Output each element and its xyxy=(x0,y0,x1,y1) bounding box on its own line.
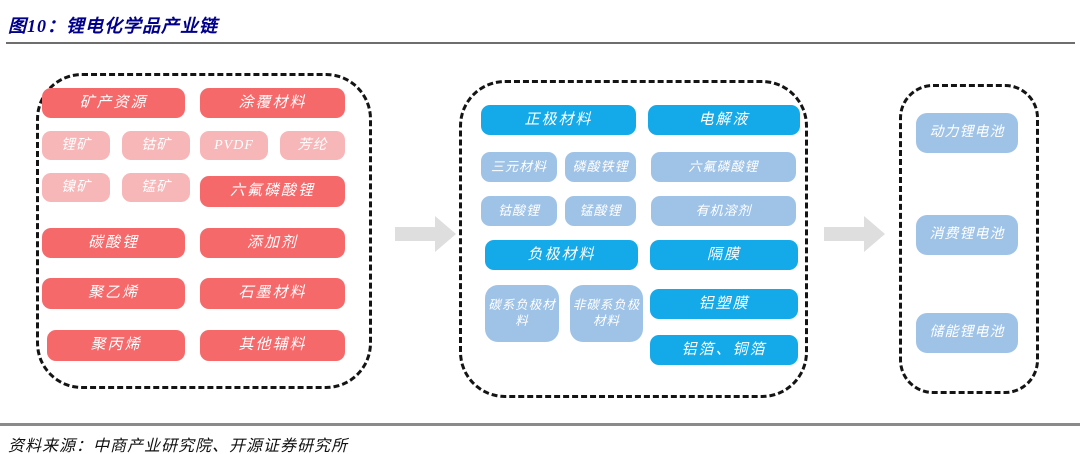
node-organic-solvent: 有机溶剂 xyxy=(651,196,796,226)
node-lithium-ore: 锂矿 xyxy=(42,131,110,160)
node-aluminum-plastic-film: 铝塑膜 xyxy=(650,289,798,319)
node-graphite-materials: 石墨材料 xyxy=(200,278,345,309)
node-coating-materials: 涂覆材料 xyxy=(200,88,345,118)
node-consumer-battery: 消费锂电池 xyxy=(916,215,1018,255)
node-lipf6-electrolyte: 六氟磷酸锂 xyxy=(651,152,796,182)
node-lmo: 锰酸锂 xyxy=(565,196,636,226)
node-nickel-ore: 镍矿 xyxy=(42,173,110,202)
node-other-auxiliary: 其他辅料 xyxy=(200,330,345,361)
node-aramid: 芳纶 xyxy=(280,131,345,160)
node-lipf6: 六氟磷酸锂 xyxy=(200,176,345,207)
node-manganese-ore: 锰矿 xyxy=(122,173,190,202)
node-lfp: 磷酸铁锂 xyxy=(565,152,636,182)
node-polypropylene: 聚丙烯 xyxy=(47,330,185,361)
node-mineral-resources: 矿产资源 xyxy=(42,88,185,118)
node-non-carbon-anode: 非碳系负极材料 xyxy=(570,285,643,342)
figure-title: 图10：锂电化学品产业链 xyxy=(8,16,218,36)
node-anode-materials: 负极材料 xyxy=(485,240,638,270)
node-ternary-materials: 三元材料 xyxy=(481,152,557,182)
node-lithium-carbonate: 碳酸锂 xyxy=(42,228,185,258)
footer-divider xyxy=(0,423,1080,426)
node-power-battery: 动力锂电池 xyxy=(916,113,1018,153)
node-cathode-materials: 正极材料 xyxy=(481,105,636,135)
node-lco: 钴酸锂 xyxy=(481,196,557,226)
source-note: 资料来源：中商产业研究院、开源证券研究所 xyxy=(8,438,349,454)
node-electrolyte: 电解液 xyxy=(648,105,800,135)
node-separator: 隔膜 xyxy=(650,240,798,270)
node-carbon-anode: 碳系负极材料 xyxy=(485,285,559,342)
title-divider xyxy=(6,42,1075,44)
node-cobalt-ore: 钴矿 xyxy=(122,131,190,160)
flow-arrow-icon xyxy=(824,216,885,252)
node-foils: 铝箔、铜箔 xyxy=(650,335,798,365)
node-additives: 添加剂 xyxy=(200,228,345,258)
flow-arrow-icon xyxy=(395,216,456,252)
node-polyethylene: 聚乙烯 xyxy=(42,278,185,309)
node-storage-battery: 储能锂电池 xyxy=(916,313,1018,353)
node-pvdf: PVDF xyxy=(200,131,268,160)
